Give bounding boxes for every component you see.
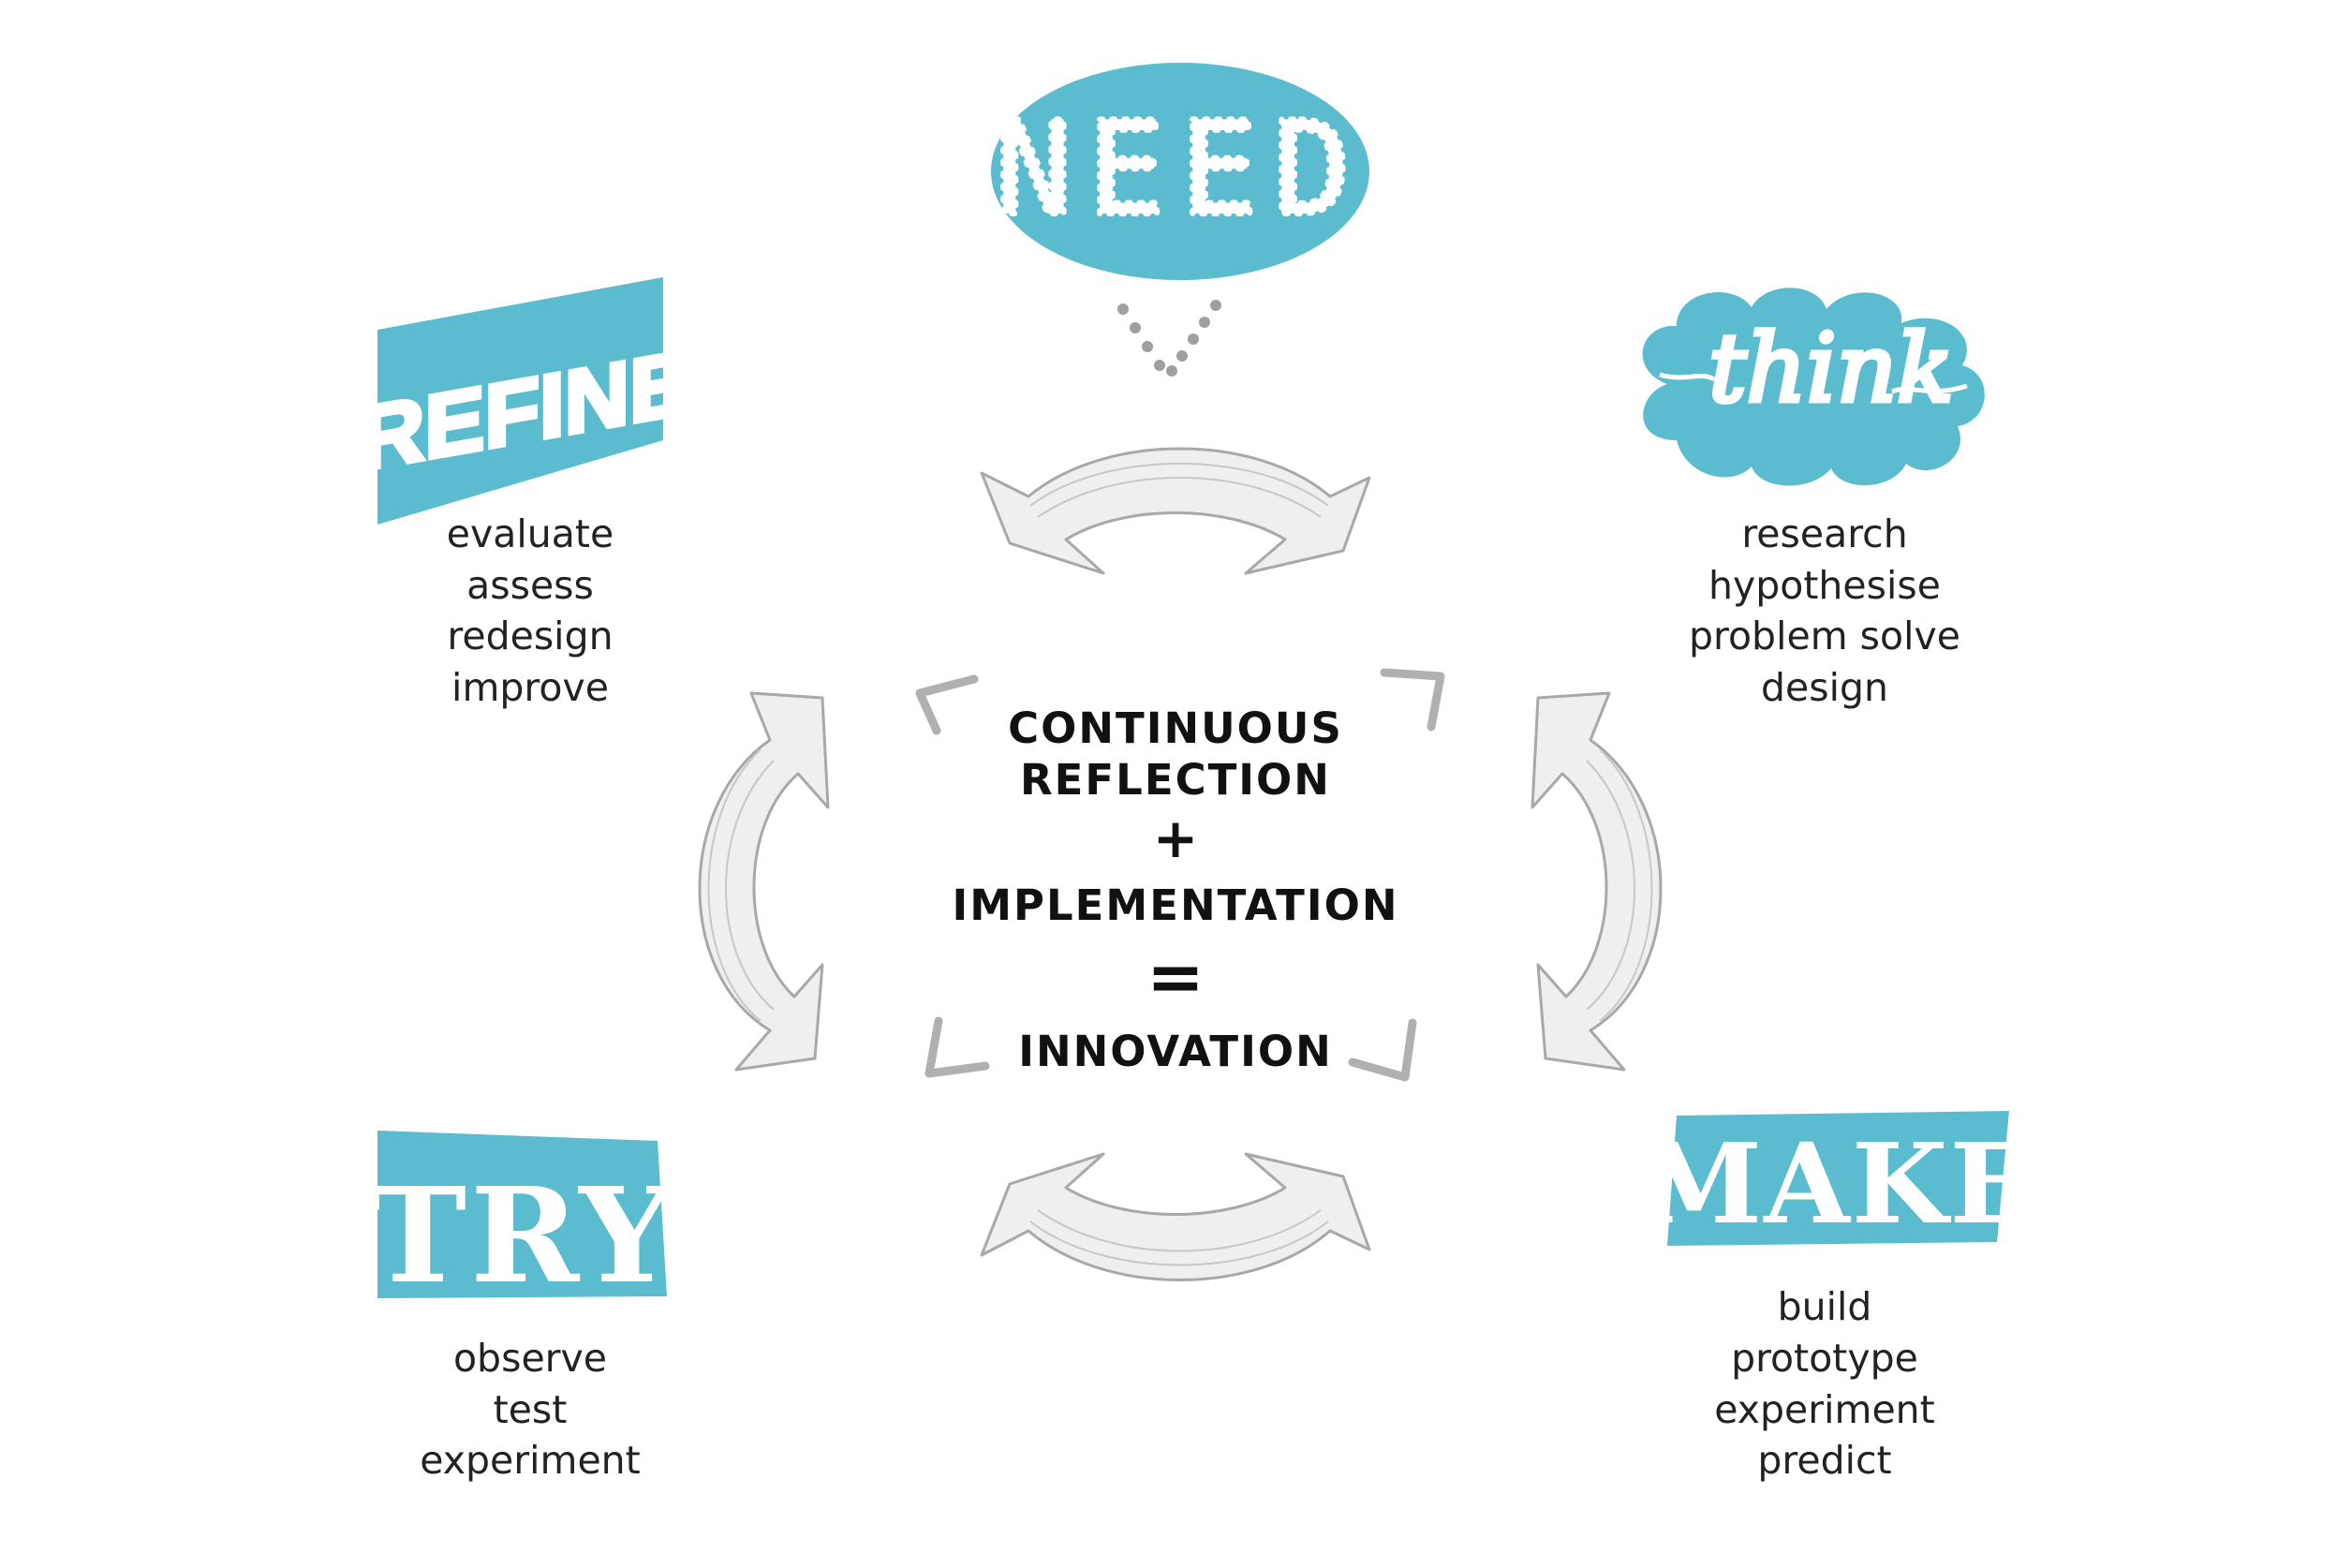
corner-bracket-top-right (1380, 668, 1445, 732)
center-line-innovation: INNOVATION (1018, 1027, 1333, 1076)
try-items: observe test experiment (420, 1336, 641, 1483)
try-item: observe (453, 1336, 607, 1381)
refine-banner (377, 277, 663, 525)
top-cycle-arrow-icon (980, 447, 1371, 575)
think-item: design (1761, 665, 1888, 710)
make-item: prototype (1731, 1336, 1918, 1381)
center-line-continuous: CONTINUOUS (1008, 703, 1343, 753)
refine-badge: REFINE (357, 277, 692, 525)
make-items: build prototype experiment predict (1714, 1284, 1935, 1483)
center-statement: CONTINUOUS REFLECTION + IMPLEMENTATION =… (953, 703, 1399, 1076)
center-equals-sign: = (1146, 937, 1205, 1017)
think-item: hypothesise (1708, 563, 1941, 608)
make-banner (1667, 1111, 2009, 1246)
need-pointer-icon (1117, 300, 1221, 377)
make-label: MAKE (1640, 1118, 2036, 1249)
corner-bracket-bottom-right (1348, 1018, 1417, 1082)
right-cycle-arrow-icon (1530, 691, 1663, 1072)
try-label: TRY (369, 1160, 676, 1313)
refine-item: evaluate (447, 511, 614, 556)
need-oval (991, 63, 1369, 280)
need-badge: NEED (991, 63, 1369, 280)
refine-items: evaluate assess redesign improve (447, 511, 614, 710)
think-item: research (1741, 511, 1907, 556)
bottom-cycle-arrow-icon (980, 1152, 1371, 1281)
refine-item: assess (466, 563, 594, 608)
think-badge: think (1642, 288, 1985, 486)
make-badge: MAKE (1640, 1111, 2036, 1249)
refine-item: redesign (447, 614, 613, 658)
corner-bracket-top-left (915, 674, 979, 735)
left-cycle-arrow-icon (698, 691, 830, 1072)
think-item: problem solve (1689, 614, 1960, 658)
try-item: experiment (420, 1438, 641, 1483)
corner-bracket-icons (915, 668, 1445, 1082)
think-cloud (1642, 288, 1985, 486)
make-item: build (1778, 1284, 1872, 1329)
corner-bracket-bottom-left (924, 1016, 990, 1078)
try-badge: TRY (369, 1131, 676, 1313)
center-line-reflection: REFLECTION (1020, 755, 1331, 805)
think-items: research hypothesise problem solve desig… (1689, 511, 1960, 710)
center-plus-sign: + (1153, 806, 1199, 870)
refine-item: improve (451, 665, 609, 710)
try-banner (377, 1131, 667, 1298)
make-item: experiment (1714, 1387, 1935, 1432)
think-label: think (1708, 314, 1954, 423)
center-line-implementation: IMPLEMENTATION (953, 880, 1399, 930)
try-item: test (494, 1387, 568, 1432)
make-item: predict (1757, 1438, 1891, 1483)
need-label: NEED (995, 94, 1366, 244)
